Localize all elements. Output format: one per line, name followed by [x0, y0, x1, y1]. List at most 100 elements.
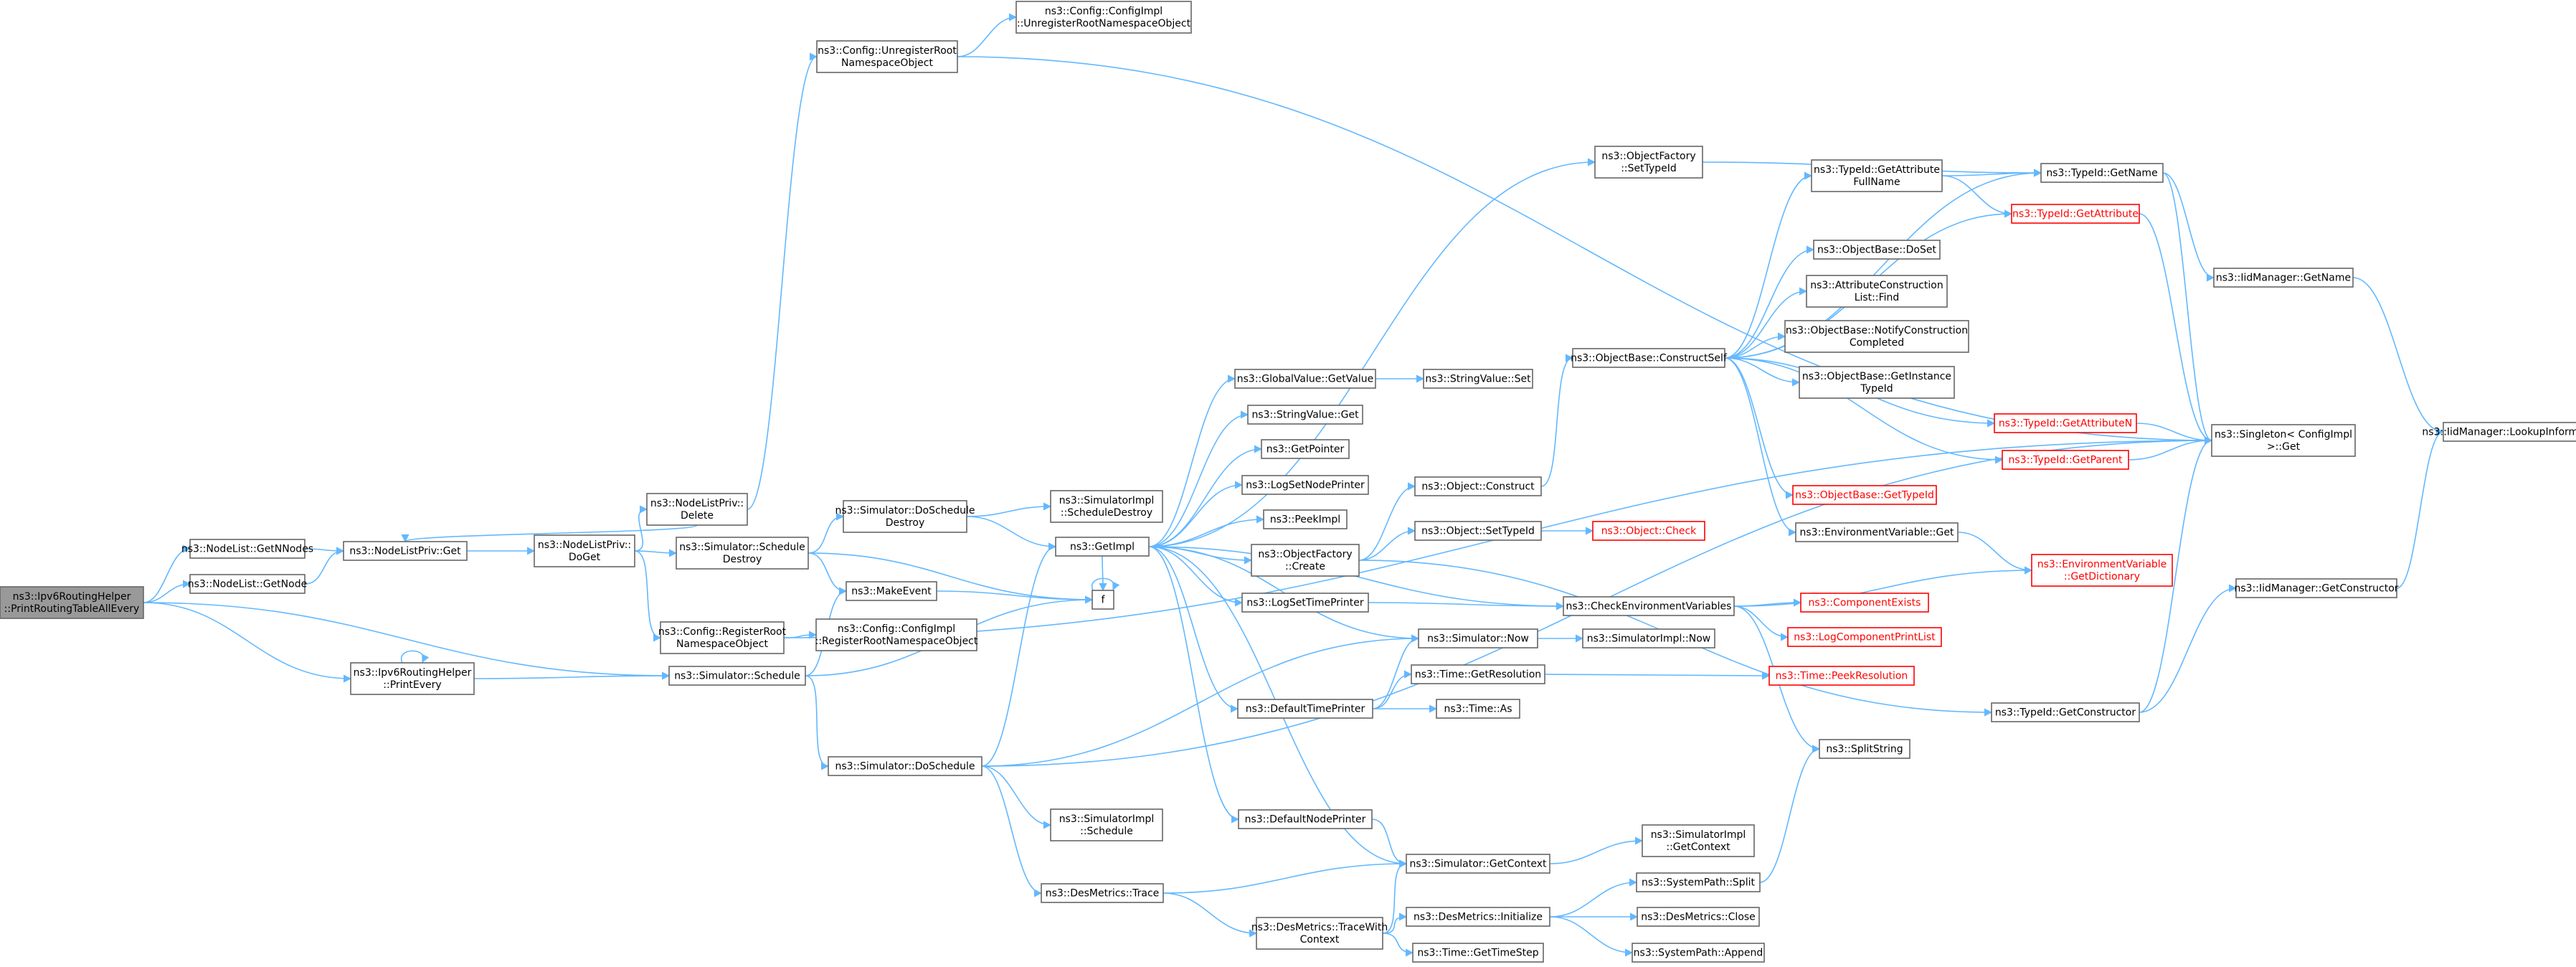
node-iidlookup[interactable]: ns3::IidManager::LookupInformation — [2422, 422, 2576, 442]
node-label: Destroy — [886, 517, 924, 529]
node-gvgetvalue[interactable]: ns3::GlobalValue::GetValue — [1234, 369, 1376, 389]
node-desclose[interactable]: ns3::DesMetrics::Close — [1637, 907, 1760, 927]
node-label: ns3::Object::Construct — [1421, 481, 1535, 493]
node-peekimpl[interactable]: ns3::PeekImpl — [1263, 509, 1348, 529]
node-simimplsched[interactable]: ns3::SimulatorImpl::Schedule — [1050, 808, 1163, 841]
node-label: ns3::Time::GetResolution — [1415, 669, 1541, 681]
node-label: ::Schedule — [1080, 826, 1133, 837]
node-singleton[interactable]: ns3::Singleton< ConfigImpl>::Get — [2211, 424, 2356, 457]
node-f[interactable]: f — [1092, 590, 1114, 610]
node-simgetcontext[interactable]: ns3::Simulator::GetContext — [1406, 854, 1550, 874]
edge-simdoschedd-to-getimpl — [966, 516, 1057, 551]
node-box — [1414, 476, 1542, 496]
node-obdoset[interactable]: ns3::ObjectBase::DoSet — [1813, 240, 1941, 260]
node-checkenv[interactable]: ns3::CheckEnvironmentVariables — [1563, 596, 1735, 616]
node-tidgetconstructor[interactable]: ns3::TypeId::GetConstructor — [1991, 702, 2140, 722]
node-iidgetname[interactable]: ns3::IidManager::GetName — [2213, 268, 2354, 288]
node-timepeekres[interactable]: ns3::Time::PeekResolution — [1768, 666, 1915, 686]
node-tidgetname[interactable]: ns3::TypeId::GetName — [2040, 163, 2164, 183]
node-getnode[interactable]: ns3::NodeList::GetNode — [188, 574, 307, 594]
edge-printevery-to-simsched — [473, 671, 671, 680]
node-obnotify[interactable]: ns3::ObjectBase::NotifyConstructionCompl… — [1784, 320, 1969, 353]
edge-objconstruct-to-obconstructself — [1540, 354, 1574, 487]
node-printevery[interactable]: ns3::Ipv6RoutingHelper::PrintEvery — [350, 662, 475, 695]
node-ofsettypeid[interactable]: ns3::ObjectFactory::SetTypeId — [1594, 146, 1703, 179]
node-label: ns3::SimulatorImpl — [1651, 829, 1746, 841]
node-box — [660, 621, 785, 654]
node-cfgimplreg[interactable]: ns3::Config::ConfigImpl::RegisterRootNam… — [815, 618, 978, 651]
node-box — [343, 541, 468, 561]
node-desinit[interactable]: ns3::DesMetrics::Initialize — [1406, 907, 1550, 927]
edge-getimpl-to-gvgetvalue — [1148, 374, 1236, 547]
edge-simschedd-to-makeevent — [808, 552, 848, 595]
node-cfgreg[interactable]: ns3::Config::RegisterRootNamespaceObject — [658, 621, 787, 654]
node-simschedd[interactable]: ns3::Simulator::ScheduleDestroy — [676, 537, 809, 570]
node-label: ::PrintRoutingTableAllEvery — [4, 603, 140, 615]
node-svget[interactable]: ns3::StringValue::Get — [1247, 405, 1363, 425]
node-envgetdict[interactable]: ns3::EnvironmentVariable::GetDictionary — [2031, 554, 2173, 587]
node-label: ns3::ObjectBase::NotifyConstruction — [1786, 325, 1968, 336]
node-trace[interactable]: ns3::DesMetrics::Trace — [1041, 883, 1164, 903]
node-box — [1406, 907, 1550, 927]
node-obgettypeid[interactable]: ns3::ObjectBase::GetTypeId — [1792, 485, 1937, 505]
node-label: ns3::StringValue::Get — [1251, 410, 1359, 421]
node-componentexists[interactable]: ns3::ComponentExists — [1800, 593, 1929, 613]
node-box — [1251, 544, 1360, 577]
node-nlpdelete[interactable]: ns3::NodeListPriv::Delete — [646, 493, 748, 526]
node-obconstructself[interactable]: ns3::ObjectBase::ConstructSelf — [1571, 348, 1728, 368]
node-root[interactable]: ns3::Ipv6RoutingHelper::PrintRoutingTabl… — [0, 586, 144, 619]
node-spappend[interactable]: ns3::SystemPath::Append — [1632, 943, 1765, 963]
node-spsplit[interactable]: ns3::SystemPath::Split — [1636, 872, 1761, 892]
edge-tracewith-to-desinit — [1382, 912, 1408, 934]
node-splitstring[interactable]: ns3::SplitString — [1819, 739, 1910, 759]
edge-cfgunreg-to-singleton — [957, 56, 2213, 445]
node-objcheck[interactable]: ns3::Object::Check — [1592, 521, 1705, 541]
node-getimpl[interactable]: ns3::GetImpl — [1055, 537, 1150, 557]
node-cfgunreg[interactable]: ns3::Config::UnregisterRootNamespaceObje… — [816, 40, 958, 73]
node-label: ns3::IidManager::GetConstructor — [2234, 583, 2398, 595]
node-logsettimeprinter[interactable]: ns3::LogSetTimePrinter — [1241, 593, 1369, 613]
edge-tidgetconstructor-to-singleton — [2139, 436, 2213, 713]
node-label: ns3::Config::RegisterRoot — [658, 626, 787, 638]
node-ofcreate[interactable]: ns3::ObjectFactory::Create — [1251, 544, 1360, 577]
node-getpointer[interactable]: ns3::GetPointer — [1261, 439, 1350, 459]
node-simnow[interactable]: ns3::Simulator::Now — [1418, 628, 1538, 648]
node-box — [1436, 699, 1520, 719]
node-logsetnodeprinter[interactable]: ns3::LogSetNodePrinter — [1241, 475, 1369, 495]
node-simdosched[interactable]: ns3::Simulator::DoSchedule — [828, 756, 982, 776]
node-timegetres[interactable]: ns3::Time::GetResolution — [1411, 664, 1545, 684]
node-envget[interactable]: ns3::EnvironmentVariable::Get — [1795, 522, 1959, 542]
edge-tidgetname-to-iidgetname — [2162, 172, 2215, 282]
node-makeevent[interactable]: ns3::MakeEvent — [846, 581, 937, 601]
node-objsettypeid[interactable]: ns3::Object::SetTypeId — [1414, 521, 1542, 541]
node-timeas[interactable]: ns3::Time::As — [1436, 699, 1520, 719]
node-label: ns3::Config::ConfigImpl — [838, 623, 955, 635]
node-cfgimplunreg[interactable]: ns3::Config::ConfigImpl::UnregisterRootN… — [1015, 1, 1192, 34]
node-label: ns3::Simulator::DoSchedule — [835, 761, 975, 773]
node-svset[interactable]: ns3::StringValue::Set — [1423, 369, 1533, 389]
edge-getimpl-to-f — [1099, 555, 1107, 592]
node-logcompprintlist[interactable]: ns3::LogComponentPrintList — [1787, 627, 1942, 647]
node-iidgetconstructor[interactable]: ns3::IidManager::GetConstructor — [2234, 578, 2399, 598]
edge-checkenv-to-envgetdict — [1733, 566, 2033, 607]
node-tidgetparent[interactable]: ns3::TypeId::GetParent — [2002, 450, 2129, 470]
node-simsched[interactable]: ns3::Simulator::Schedule — [668, 666, 806, 686]
node-simimplnow[interactable]: ns3::SimulatorImpl::Now — [1582, 628, 1715, 648]
node-simimplgetcontext[interactable]: ns3::SimulatorImpl::GetContext — [1642, 824, 1755, 857]
node-getnnodes[interactable]: ns3::NodeList::GetNNodes — [181, 539, 313, 559]
node-defaultnodeprinter[interactable]: ns3::DefaultNodePrinter — [1238, 809, 1373, 829]
node-nlpdoget[interactable]: ns3::NodeListPriv::DoGet — [534, 534, 635, 567]
node-tidgetattr[interactable]: ns3::TypeId::GetAttribute — [2011, 204, 2140, 224]
node-simimplschedd[interactable]: ns3::SimulatorImpl::ScheduleDestroy — [1050, 490, 1163, 523]
node-defaulttimeprinter[interactable]: ns3::DefaultTimePrinter — [1237, 699, 1373, 719]
edge-makeevent-to-f — [936, 590, 1094, 604]
node-nlpget[interactable]: ns3::NodeListPriv::Get — [343, 541, 468, 561]
node-tidgetattrn[interactable]: ns3::TypeId::GetAttributeN — [1994, 413, 2137, 433]
node-objconstruct[interactable]: ns3::Object::Construct — [1414, 476, 1542, 496]
node-timegettimestep[interactable]: ns3::Time::GetTimeStep — [1412, 943, 1544, 963]
